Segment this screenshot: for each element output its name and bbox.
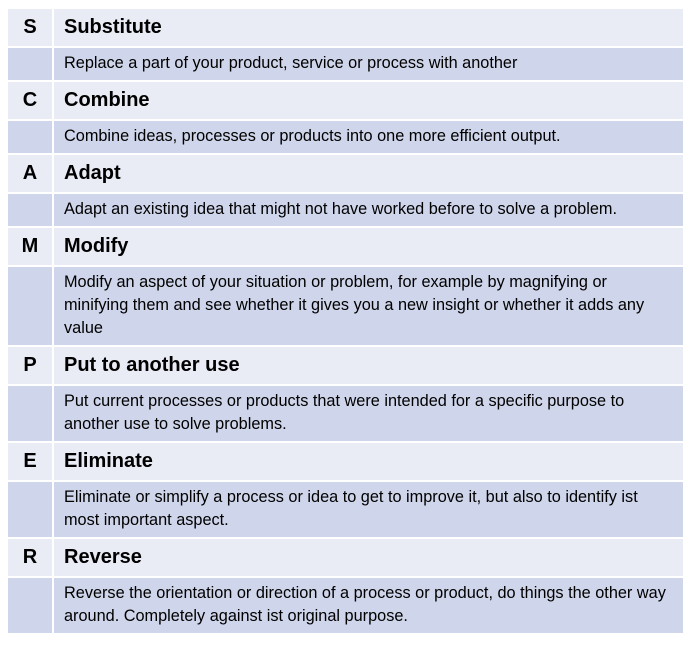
empty-letter-cell: [8, 386, 54, 443]
table-row-modify-title: M Modify: [8, 228, 683, 267]
empty-letter-cell: [8, 267, 54, 347]
title-cell: Put to another use: [54, 347, 683, 386]
empty-letter-cell: [8, 48, 54, 82]
row-description: Put current processes or products that w…: [64, 392, 625, 433]
row-title: Reverse: [64, 546, 142, 568]
title-cell: Adapt: [54, 155, 683, 194]
empty-letter-cell: [8, 121, 54, 155]
description-cell: Eliminate or simplify a process or idea …: [54, 482, 683, 539]
table-row-put-to-another-use-title: P Put to another use: [8, 347, 683, 386]
letter-cell: P: [8, 347, 54, 386]
description-cell: Adapt an existing idea that might not ha…: [54, 194, 683, 228]
title-cell: Reverse: [54, 539, 683, 578]
table-row-eliminate-description: Eliminate or simplify a process or idea …: [8, 482, 683, 539]
row-description: Adapt an existing idea that might not ha…: [64, 200, 617, 218]
row-description: Eliminate or simplify a process or idea …: [64, 488, 638, 529]
description-cell: Put current processes or products that w…: [54, 386, 683, 443]
row-description: Modify an aspect of your situation or pr…: [64, 273, 645, 337]
row-title: Combine: [64, 89, 150, 111]
row-title: Modify: [64, 235, 129, 257]
table-row-modify-description: Modify an aspect of your situation or pr…: [8, 267, 683, 347]
description-cell: Reverse the orientation or direction of …: [54, 578, 683, 635]
scamper-table: S Substitute Replace a part of your prod…: [8, 9, 683, 635]
table-row-adapt-description: Adapt an existing idea that might not ha…: [8, 194, 683, 228]
title-cell: Modify: [54, 228, 683, 267]
row-title: Put to another use: [64, 354, 240, 376]
table-row-reverse-description: Reverse the orientation or direction of …: [8, 578, 683, 635]
letter-cell: M: [8, 228, 54, 267]
table-row-put-to-another-use-description: Put current processes or products that w…: [8, 386, 683, 443]
letter-cell: R: [8, 539, 54, 578]
table-row-reverse-title: R Reverse: [8, 539, 683, 578]
title-cell: Eliminate: [54, 443, 683, 482]
empty-letter-cell: [8, 578, 54, 635]
title-cell: Substitute: [54, 9, 683, 48]
row-title: Adapt: [64, 162, 121, 184]
row-title: Eliminate: [64, 450, 153, 472]
table-row-combine-title: C Combine: [8, 82, 683, 121]
empty-letter-cell: [8, 482, 54, 539]
letter-cell: C: [8, 82, 54, 121]
table-row-substitute-title: S Substitute: [8, 9, 683, 48]
letter-cell: S: [8, 9, 54, 48]
description-cell: Modify an aspect of your situation or pr…: [54, 267, 683, 347]
title-cell: Combine: [54, 82, 683, 121]
row-description: Reverse the orientation or direction of …: [64, 584, 666, 625]
letter-cell: A: [8, 155, 54, 194]
row-description: Combine ideas, processes or products int…: [64, 127, 561, 145]
row-description: Replace a part of your product, service …: [64, 54, 518, 72]
table-row-eliminate-title: E Eliminate: [8, 443, 683, 482]
row-title: Substitute: [64, 16, 162, 38]
table-row-substitute-description: Replace a part of your product, service …: [8, 48, 683, 82]
letter-cell: E: [8, 443, 54, 482]
description-cell: Replace a part of your product, service …: [54, 48, 683, 82]
description-cell: Combine ideas, processes or products int…: [54, 121, 683, 155]
table-row-combine-description: Combine ideas, processes or products int…: [8, 121, 683, 155]
empty-letter-cell: [8, 194, 54, 228]
table-row-adapt-title: A Adapt: [8, 155, 683, 194]
